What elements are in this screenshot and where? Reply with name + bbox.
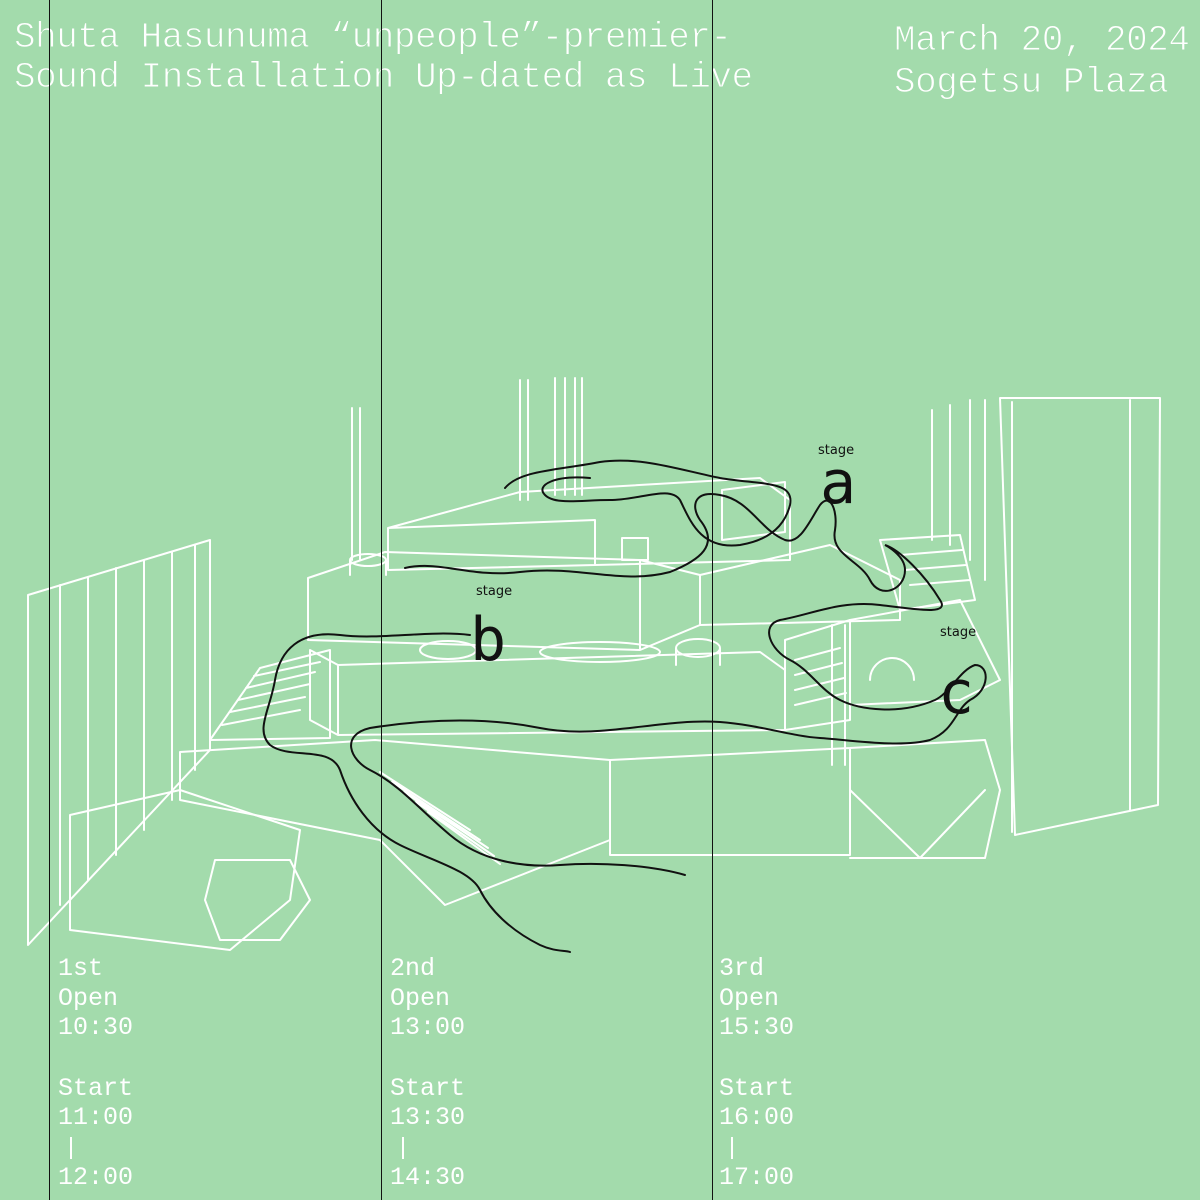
left-stairs — [209, 649, 331, 741]
session-2nd: 2nd Open 13:00 Start 13:30 14:30 — [390, 954, 465, 1192]
column-divider-1 — [49, 0, 50, 1200]
stage-b-letter: b — [470, 605, 506, 675]
event-title-block: Shuta Hasunuma “unpeople”-premier- Sound… — [14, 17, 754, 98]
open-label: Open — [390, 983, 451, 1013]
tier-top — [387, 477, 791, 571]
stage-a-letter: a — [820, 448, 856, 518]
event-date: March 20, 2024 — [893, 20, 1190, 62]
start-label: Start — [719, 1073, 795, 1103]
open-time: 15:30 — [719, 1013, 795, 1042]
route-line — [350, 493, 987, 876]
left-pillar — [351, 407, 361, 561]
column-divider-3 — [712, 0, 713, 1200]
open-label: Open — [719, 983, 780, 1013]
open-time: 10:30 — [58, 1013, 134, 1042]
session-1st: 1st Open 10:30 Start 11:00 12:00 — [58, 954, 133, 1192]
time-range-bar — [402, 1136, 404, 1159]
end-time: 12:00 — [58, 1162, 134, 1192]
start-time: 16:00 — [719, 1103, 795, 1132]
tier-middle-right — [699, 544, 901, 626]
open-time: 13:00 — [390, 1013, 466, 1042]
left-wall-panels — [27, 539, 211, 946]
stage-c-label: stage — [940, 625, 976, 640]
front-platform — [179, 739, 611, 906]
stage-c-letter: c — [938, 658, 974, 728]
tier-lower-discs — [419, 638, 721, 666]
route-line-2 — [504, 459, 792, 547]
end-time: 17:00 — [719, 1162, 795, 1192]
right-slab — [999, 397, 1161, 836]
session-name: 3rd — [719, 954, 765, 983]
date-venue-block: March 20, 2024 Sogetsu Plaza — [893, 20, 1190, 104]
time-range-bar — [70, 1136, 72, 1159]
start-label: Start — [58, 1073, 134, 1103]
title-line-2: Sound Installation Up-dated as Live — [14, 57, 754, 98]
end-time: 14:30 — [390, 1162, 466, 1192]
back-pillars — [519, 377, 583, 501]
time-range-bar — [731, 1136, 733, 1159]
tier-middle — [307, 551, 701, 651]
right-upper-stairs — [879, 534, 976, 611]
tier-top-box — [621, 481, 786, 561]
open-label: Open — [58, 983, 119, 1013]
start-label: Start — [390, 1073, 466, 1103]
session-name: 1st — [58, 954, 104, 983]
route-line-3 — [262, 632, 571, 953]
event-venue: Sogetsu Plaza — [893, 62, 1169, 104]
front-stairs — [379, 771, 501, 865]
stage-a-label: stage — [818, 443, 854, 458]
front-right-block — [609, 739, 1001, 859]
session-3rd: 3rd Open 15:30 Start 16:00 17:00 — [719, 954, 794, 1192]
title-line-1: Shuta Hasunuma “unpeople”-premier- — [14, 17, 733, 58]
rocks — [69, 789, 311, 951]
start-time: 13:30 — [390, 1103, 466, 1132]
column-divider-2 — [381, 0, 382, 1200]
session-name: 2nd — [390, 954, 436, 983]
right-stairs — [784, 619, 851, 731]
start-time: 11:00 — [58, 1103, 134, 1132]
right-back-wall — [931, 399, 986, 581]
right-platform — [849, 599, 1001, 706]
stage-b-label: stage — [476, 584, 512, 599]
